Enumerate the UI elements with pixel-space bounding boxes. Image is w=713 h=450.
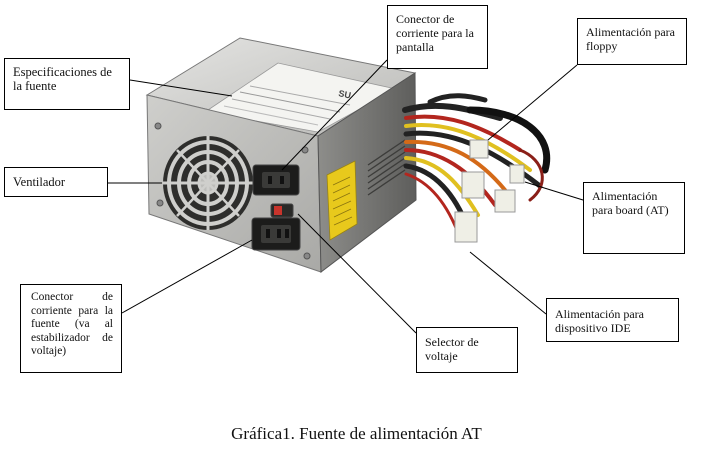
monitor-outlet-icon xyxy=(252,164,300,196)
screw-icon xyxy=(154,122,162,130)
voltage-switch-icon xyxy=(270,203,294,218)
molex-connector-icon xyxy=(454,139,525,243)
screw-icon xyxy=(303,252,311,260)
label-fan: Ventilador xyxy=(4,167,108,197)
label-monitor-connector: Conector de corriente para la pantalla xyxy=(387,5,488,69)
spec-sticker-text xyxy=(223,85,351,126)
screw-icon xyxy=(301,146,309,154)
fan-grille-icon xyxy=(163,136,253,230)
screw-icon xyxy=(156,199,164,207)
label-board-power: Alimentación para board (AT) xyxy=(583,182,685,254)
leader-lines xyxy=(108,59,584,334)
input-outlet-icon xyxy=(251,217,301,251)
label-floppy-power: Alimentación para floppy xyxy=(577,18,687,65)
sticker-logo-text: SU xyxy=(338,88,352,100)
figure-caption: Gráfica1. Fuente de alimentación AT xyxy=(231,424,482,443)
label-ide-power: Alimentación para dispositivo IDE xyxy=(546,298,679,342)
warning-sticker xyxy=(326,160,358,241)
side-vents xyxy=(367,139,406,196)
label-voltage-selector: Selector de voltaje xyxy=(416,327,518,373)
label-input-connector: Conector de corriente para la fuente (va… xyxy=(20,284,122,373)
label-specifications: Especificaciones de la fuente xyxy=(4,58,130,110)
